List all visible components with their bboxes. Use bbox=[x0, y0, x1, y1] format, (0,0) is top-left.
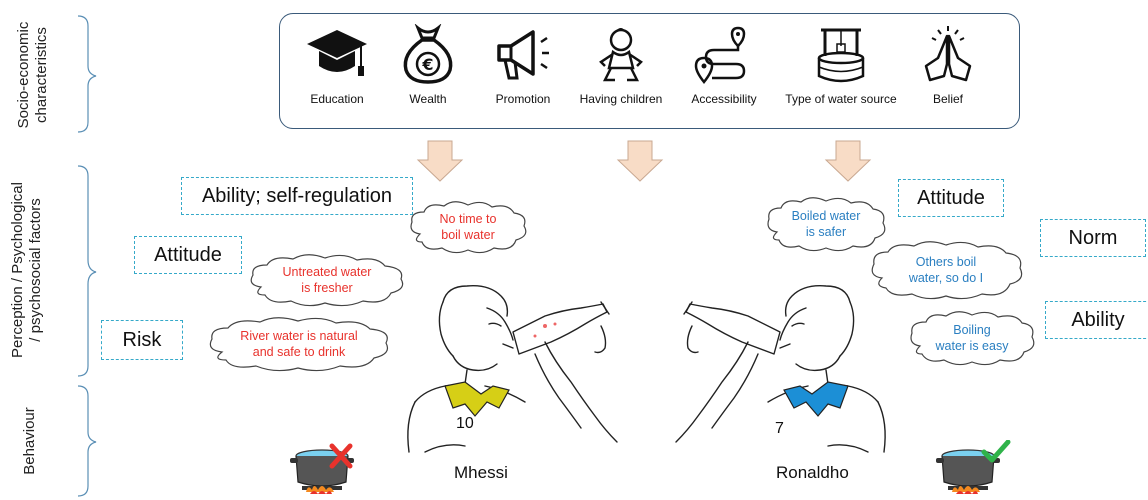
icon-label: Promotion bbox=[495, 92, 551, 106]
route-pin-icon bbox=[694, 26, 746, 85]
icon-label: Having children bbox=[579, 92, 663, 106]
right-person-name: Ronaldho bbox=[776, 463, 849, 482]
down-arrow-middle bbox=[616, 140, 664, 182]
pot-boiling-icon bbox=[936, 440, 1011, 494]
svg-text:€: € bbox=[421, 55, 433, 74]
socio-economic-icons-panel: Education € Wealth Promotion bbox=[279, 13, 1020, 129]
cloud-boiling-easy: Boiling water is easy bbox=[906, 310, 1038, 366]
left-brackets bbox=[77, 15, 97, 497]
icon-label: Type of water source bbox=[785, 92, 897, 106]
factor-attitude-left: Attitude bbox=[134, 236, 242, 274]
perception-label: Perception / Psychological / psychosocia… bbox=[9, 182, 44, 358]
icon-item-education: Education bbox=[277, 24, 397, 106]
down-arrow-left bbox=[416, 140, 464, 182]
icon-item-having-children: Having children bbox=[561, 24, 681, 106]
water-well-icon bbox=[817, 28, 865, 83]
factor-risk: Risk bbox=[101, 320, 183, 360]
icon-item-wealth: € Wealth bbox=[368, 24, 488, 106]
factor-ability-self-regulation: Ability; self-regulation bbox=[181, 177, 413, 215]
factor-ability-right: Ability bbox=[1045, 301, 1148, 339]
graduation-cap-icon bbox=[307, 30, 367, 76]
behaviour-label: Behaviour bbox=[21, 407, 38, 475]
icon-label: Belief bbox=[932, 92, 964, 106]
factor-attitude-right: Attitude bbox=[898, 179, 1004, 217]
down-arrow-right bbox=[824, 140, 872, 182]
icon-item-promotion: Promotion bbox=[463, 24, 583, 106]
person-right-drinking-illustration bbox=[675, 285, 886, 453]
left-person-name: Mhessi bbox=[454, 463, 508, 482]
cloud-others-boil: Others boil water, so do I bbox=[866, 240, 1026, 300]
cloud-no-time: No time to boil water bbox=[406, 200, 530, 254]
praying-hands-icon bbox=[924, 26, 972, 82]
icon-item-water-source: Type of water source bbox=[781, 24, 901, 106]
baby-icon bbox=[599, 28, 643, 82]
cloud-river-water: River water is natural and safe to drink bbox=[204, 316, 394, 372]
icon-label: Wealth bbox=[409, 92, 447, 106]
icon-label: Accessibility bbox=[691, 92, 757, 106]
icon-item-belief: Belief bbox=[888, 24, 1008, 106]
icon-label: Education bbox=[310, 92, 364, 106]
right-jersey-number: 7 bbox=[775, 420, 784, 437]
megaphone-icon bbox=[497, 30, 549, 80]
left-jersey-number: 10 bbox=[456, 415, 474, 432]
money-bag-euro-icon: € bbox=[403, 24, 453, 84]
cloud-untreated-water: Untreated water is fresher bbox=[245, 253, 409, 307]
pot-not-boiling-icon bbox=[290, 443, 354, 494]
icon-item-accessibility: Accessibility bbox=[664, 24, 784, 106]
cloud-boiled-water: Boiled water is safer bbox=[763, 196, 889, 252]
socio-economic-label: Socio-economic characteristics bbox=[15, 21, 50, 129]
factor-norm: Norm bbox=[1040, 219, 1146, 257]
person-left-drinking-illustration bbox=[407, 285, 618, 453]
